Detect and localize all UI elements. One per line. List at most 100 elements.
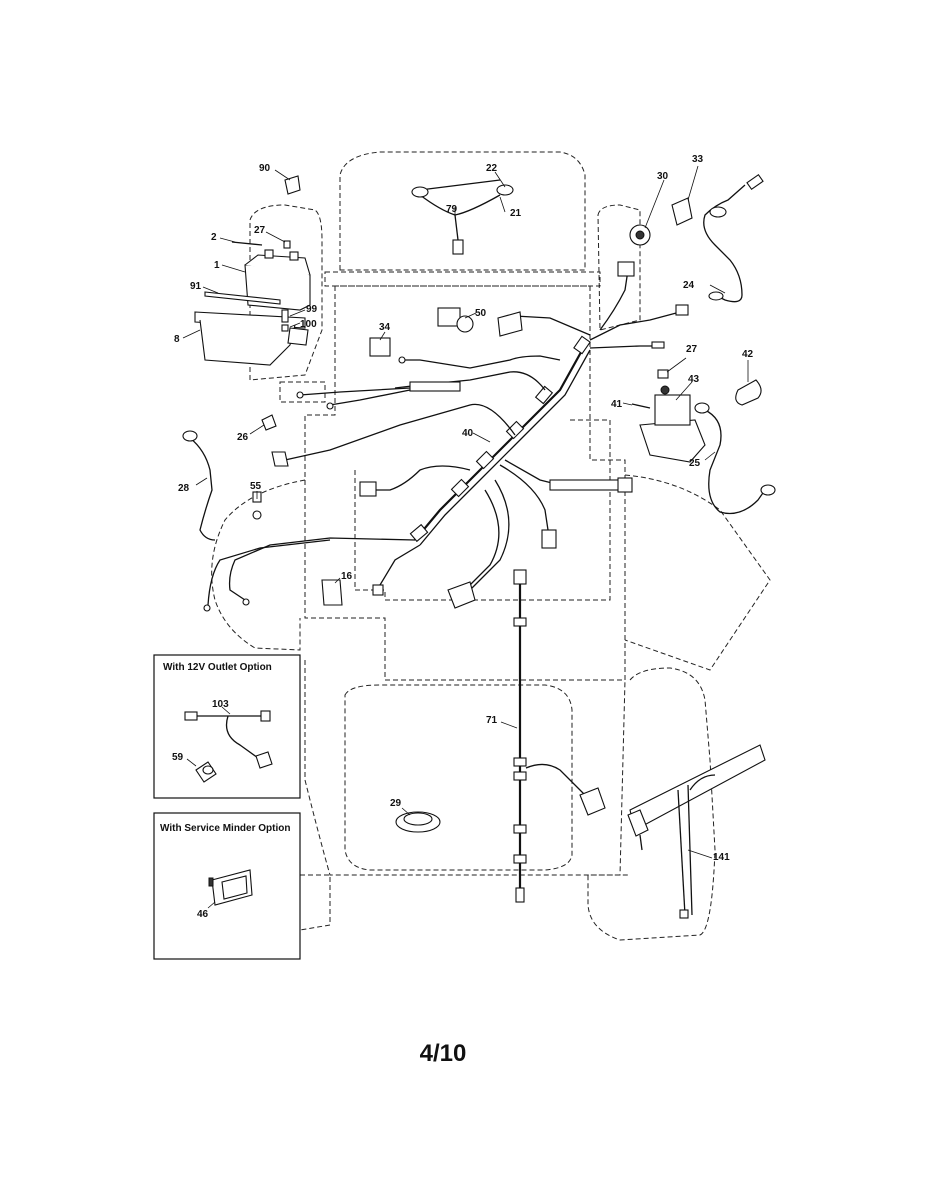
cable-lug (760, 484, 776, 496)
cable-71 (513, 569, 606, 903)
inset-service-title: With Service Minder Option (160, 823, 290, 834)
harness-connector (475, 450, 495, 470)
terminal (326, 402, 334, 410)
center-frame-outline (304, 285, 626, 681)
callout-8: 8 (174, 334, 180, 345)
cable-boot (746, 173, 764, 191)
callout-42: 42 (742, 349, 754, 360)
washer-100 (281, 324, 289, 332)
branch-left (299, 387, 411, 396)
branch-down (499, 464, 549, 531)
right-fender-outline (624, 474, 771, 671)
nut-27b (657, 369, 669, 379)
bolt-41 (631, 403, 651, 409)
leader-lines (182, 165, 749, 859)
ignition-key-slot (635, 230, 645, 240)
ground-cable-28 (189, 437, 216, 541)
connector-plug (271, 451, 289, 467)
connector-down (541, 529, 557, 549)
connector-top-right (675, 304, 689, 316)
strap-91 (204, 291, 281, 305)
callout-29: 29 (390, 798, 402, 809)
callout-103: 103 (212, 699, 229, 710)
rear-left-outline (299, 874, 331, 931)
seat-outline (344, 684, 573, 871)
cable-71-connector (513, 854, 527, 864)
connector-lower (447, 581, 476, 609)
harness-clip-outline (279, 381, 326, 403)
callout-43: 43 (688, 374, 700, 385)
callout-27b: 27 (686, 344, 698, 355)
right-dash-outline (597, 204, 641, 331)
terminal (398, 356, 406, 364)
nut-27 (283, 240, 291, 249)
right-rear-outline (587, 667, 716, 941)
callout-41: 41 (611, 399, 623, 410)
callout-59: 59 (172, 752, 184, 763)
label-tag (497, 311, 523, 337)
cable-71-top-connector (513, 569, 527, 585)
callout-27a: 27 (254, 225, 266, 236)
callouts: 90 22 33 30 79 21 2 27 1 91 99 100 8 50 … (174, 154, 754, 863)
harness-trunk-b (419, 349, 591, 546)
inline-connector-right (549, 479, 621, 491)
cable-25 (704, 409, 766, 515)
callout-91: 91 (190, 281, 202, 292)
battery-area-outline (249, 204, 323, 381)
headlight-wire (419, 179, 501, 191)
left-fender-outline (211, 479, 306, 651)
branch-to-16 (379, 544, 421, 586)
fuse-holder (651, 341, 665, 349)
harness-141-end (679, 909, 689, 919)
callout-28: 28 (178, 483, 190, 494)
cable-71-plug (579, 787, 606, 816)
outlet-harness-plug (255, 751, 273, 769)
switch-16 (321, 579, 343, 606)
branch-center-plug (375, 465, 471, 491)
outlet-harness-connector (184, 711, 198, 721)
solenoid-43 (639, 385, 706, 463)
branch-to-lower (469, 479, 510, 591)
callout-100: 100 (300, 319, 317, 330)
connector-30-plug (617, 261, 635, 277)
cable-71-connector (513, 617, 527, 627)
branch-to-50 (514, 315, 591, 336)
service-minder-46 (208, 869, 253, 906)
headlight-wire (419, 194, 501, 216)
harness-connector (450, 478, 470, 498)
branch-to-30 (599, 269, 629, 331)
branch-clip (394, 371, 546, 391)
callout-24: 24 (683, 280, 695, 291)
callout-55: 55 (250, 481, 262, 492)
battery-cable-24 (703, 184, 746, 303)
harness-connector (534, 385, 554, 405)
callout-16: 16 (341, 571, 353, 582)
callout-99: 99 (306, 304, 318, 315)
upper-frame-outline (324, 271, 601, 287)
boot-42 (735, 379, 762, 406)
inset-service-minder: With Service Minder Option 46 (153, 812, 301, 960)
callout-34: 34 (379, 322, 391, 333)
terminal (242, 598, 250, 606)
battery-tray-8 (194, 311, 309, 366)
cable-lug (708, 291, 724, 301)
callout-26: 26 (237, 432, 249, 443)
cable-71-branch (525, 763, 586, 796)
harness-connector (505, 420, 525, 440)
cable-lug (182, 430, 198, 442)
inset-12v-title: With 12V Outlet Option (163, 662, 272, 673)
headlight-connector (452, 239, 464, 255)
cable-lug (694, 402, 710, 414)
headlight-assembly (411, 179, 514, 255)
callout-1: 1 (214, 260, 220, 271)
fuse-33 (671, 197, 693, 226)
center-tunnel-outline (354, 419, 611, 601)
branch-ground (228, 537, 416, 601)
callout-21: 21 (510, 208, 522, 219)
connector-right (617, 477, 633, 493)
terminal (203, 604, 211, 612)
ground-point (252, 510, 262, 520)
terminal (296, 391, 304, 399)
callout-90: 90 (259, 163, 271, 174)
